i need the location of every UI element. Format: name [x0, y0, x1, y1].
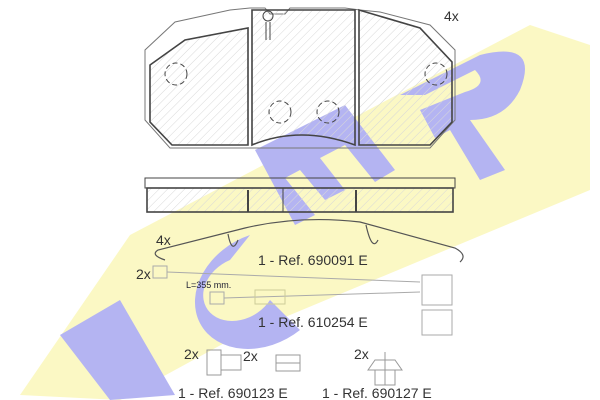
pad-quantity: 4x	[444, 8, 459, 24]
sensor-quantity: 2x	[136, 266, 151, 282]
sensor-ref: 1 - Ref. 610254 E	[258, 314, 368, 330]
logo-letter-i	[60, 300, 175, 400]
pad-side-view	[144, 177, 456, 213]
logo-letter-c	[194, 235, 300, 349]
clip-ref: 1 - Ref. 690127 E	[322, 385, 432, 400]
sleeve-quantity: 2x	[243, 348, 258, 364]
bolt-quantity: 2x	[184, 346, 199, 362]
bolt-ref: 1 - Ref. 690123 E	[178, 385, 288, 400]
wear-sensor	[152, 265, 453, 336]
spring-quantity: 4x	[156, 232, 171, 248]
clip-quantity: 2x	[354, 346, 369, 362]
spring-ref: 1 - Ref. 690091 E	[258, 252, 368, 268]
sensor-length: L=355 mm.	[186, 280, 232, 290]
retaining-spring	[154, 218, 464, 263]
hardware	[206, 349, 403, 386]
pad-front-view	[144, 7, 456, 149]
